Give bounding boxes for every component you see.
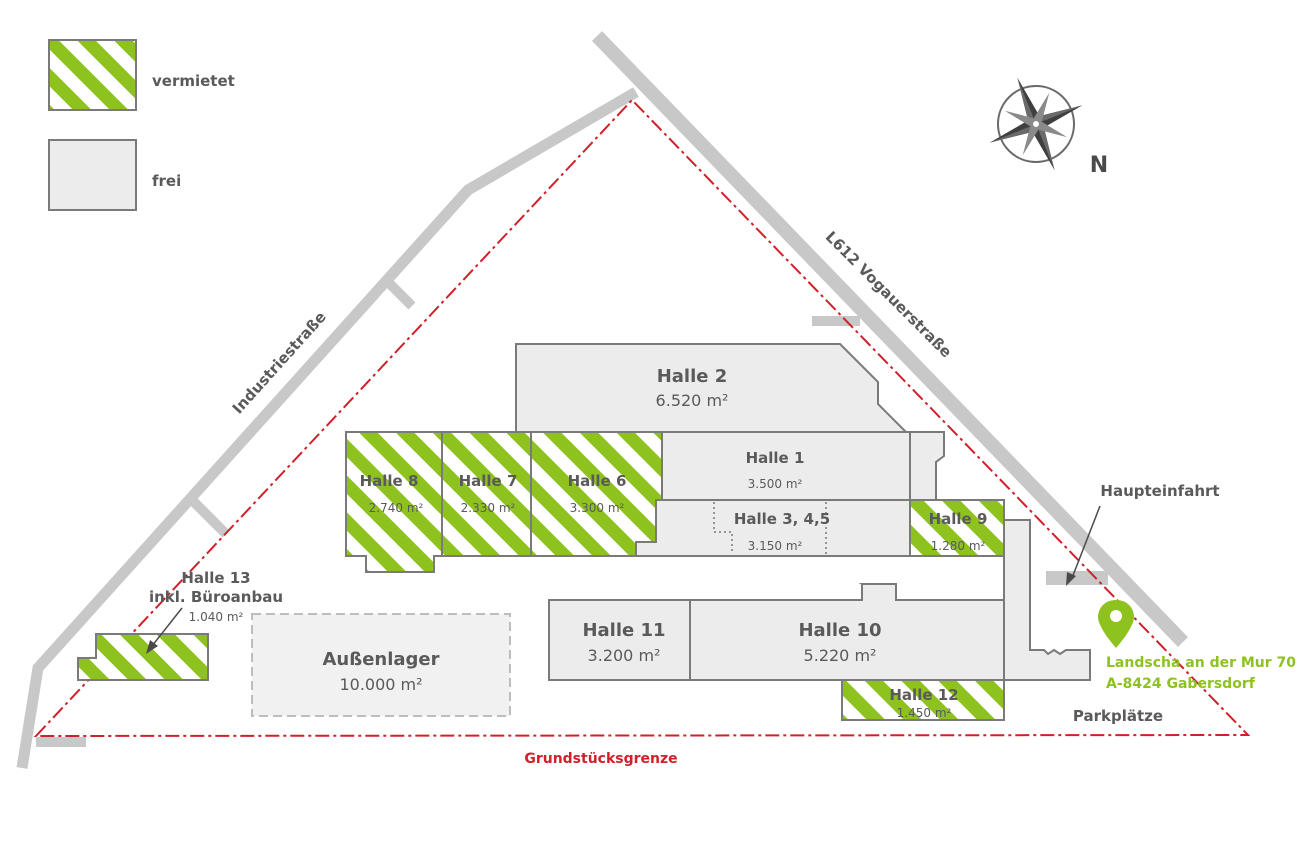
entrance-pointer (1066, 505, 1101, 586)
hall-13-name: Halle 13 (181, 569, 250, 587)
roads (16, 31, 1189, 769)
address-line-1: Landscha an der Mur 70 (1106, 655, 1296, 671)
address-line-2: A-8424 Gabersdorf (1106, 676, 1256, 692)
hall-11-area: 3.200 m² (588, 646, 661, 665)
hall-2-area: 6.520 m² (656, 391, 729, 410)
parking-label: Parkplätze (1073, 707, 1163, 725)
legend: vermietet frei (48, 39, 235, 211)
legend-free-label: frei (152, 172, 181, 190)
hall-11-name: Halle 11 (582, 620, 665, 641)
hall-10-area: 5.220 m² (804, 646, 877, 665)
outdoor-storage-shape[interactable] (251, 613, 511, 717)
hall-7-area: 2.330 m² (461, 501, 516, 515)
hall-8-name: Halle 8 (360, 472, 419, 490)
hall-13-subtitle: inkl. Büroanbau (149, 588, 283, 606)
hall-345-area: 3.150 m² (748, 539, 803, 553)
legend-rented-swatch (48, 39, 137, 111)
hall-9-area: 1.280 m² (931, 539, 986, 553)
hall-12-area: 1.450 m² (897, 706, 952, 720)
hall-6-shape[interactable] (530, 431, 663, 557)
hall-6-area: 3.300 m² (570, 501, 625, 515)
hall-345-internal-dotted (713, 502, 733, 554)
road-spur-1 (385, 279, 416, 310)
hall-13-pointer (146, 607, 183, 654)
legend-free-swatch (48, 139, 137, 211)
entrance-arrow-icon (1066, 572, 1076, 586)
outdoor-storage-name: Außenlager (323, 649, 440, 670)
hall-9-name: Halle 9 (929, 510, 988, 528)
hall-7-shape[interactable] (441, 431, 532, 557)
hall-7-name: Halle 7 (459, 472, 518, 490)
hall-9-shape[interactable] (909, 499, 1005, 557)
hall-12-name: Halle 12 (889, 686, 958, 704)
hall-2-name: Halle 2 (657, 366, 728, 387)
hall-13-shape[interactable] (77, 633, 209, 681)
hall-10-name: Halle 10 (798, 620, 881, 641)
main-entrance-label: Haupteinfahrt (1100, 482, 1219, 500)
hall-10-shape[interactable] (689, 583, 1005, 681)
hall-8-area: 2.740 m² (369, 501, 424, 515)
hall-1-name: Halle 1 (746, 449, 805, 467)
outdoor-storage-area: 10.000 m² (339, 675, 422, 694)
hall-11-shape[interactable] (548, 599, 691, 681)
hall-1-area: 3.500 m² (748, 477, 803, 491)
hall-13-area: 1.040 m² (189, 610, 244, 624)
hall-12-shape[interactable] (841, 679, 1005, 721)
north-label: N (1090, 153, 1108, 178)
hall-6-name: Halle 6 (568, 472, 627, 490)
halls (77, 343, 1091, 721)
legend-rented-label: vermietet (152, 72, 235, 90)
hall-13-arrow-icon (146, 640, 158, 654)
location-pin-icon[interactable] (1098, 600, 1134, 648)
site-boundary (33, 98, 1251, 738)
hall-labels: Halle 2 6.520 m² Halle 1 3.500 m² Halle … (149, 366, 987, 720)
industry-street-road (16, 87, 639, 769)
hall-345-name: Halle 3, 4,5 (734, 510, 830, 528)
main-road (591, 31, 1189, 647)
compass-rose-icon (989, 77, 1083, 171)
hall-2-shape[interactable] (515, 343, 909, 433)
road-spur-2 (186, 494, 230, 538)
boundary-label: Grundstücksgrenze (524, 751, 677, 767)
